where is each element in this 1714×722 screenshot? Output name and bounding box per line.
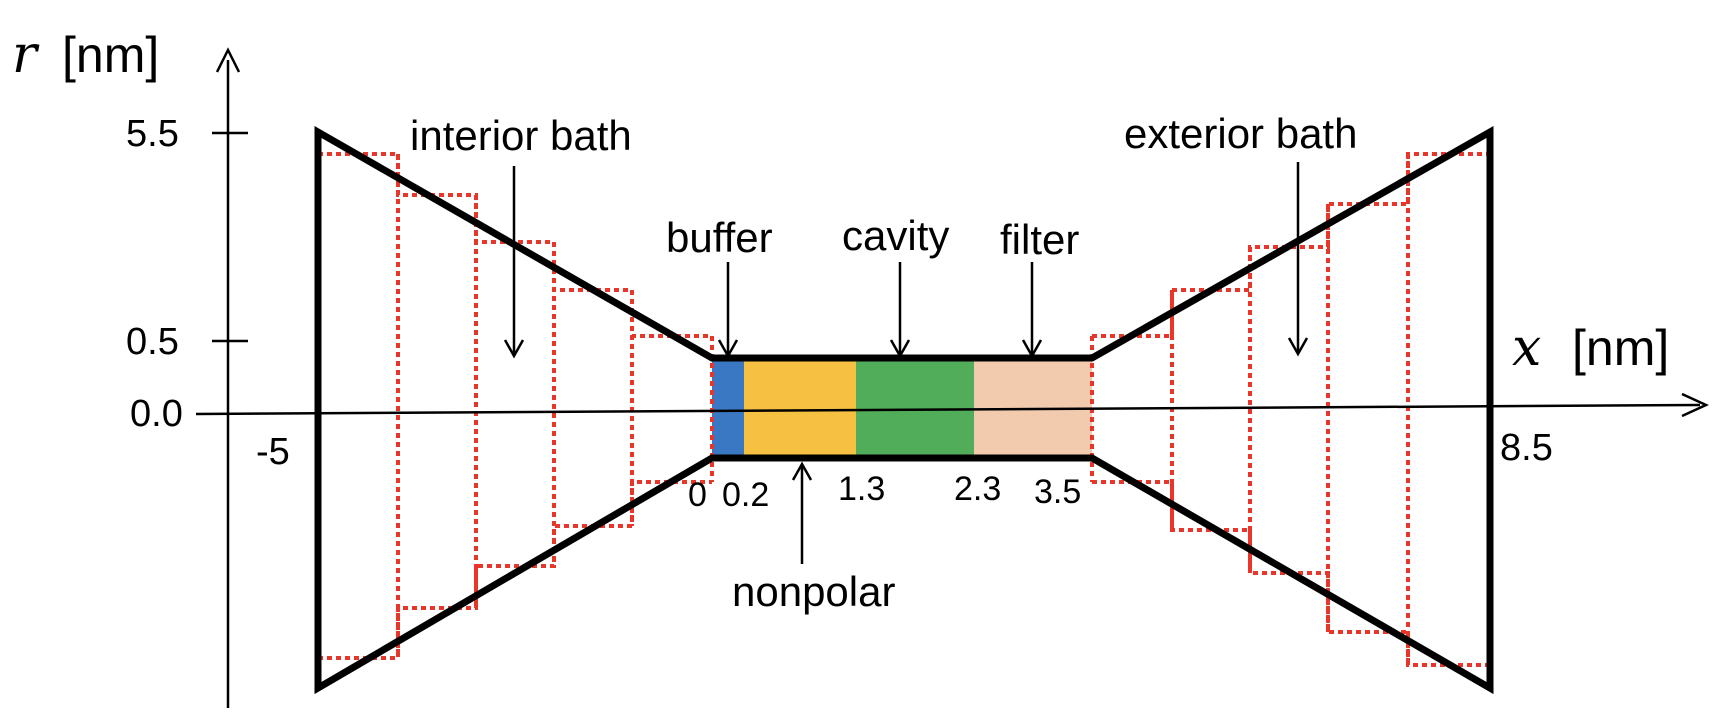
nonpolar-arrow — [791, 461, 813, 564]
r-tick-label-0-0: 0.0 — [130, 393, 183, 435]
segment-nonpolar — [744, 358, 856, 456]
segment-cavity — [856, 358, 974, 456]
x-axis-variable: x — [1512, 318, 1541, 378]
r-axis-unit: [nm] — [62, 27, 159, 83]
x-tick-label-8-5: 8.5 — [1500, 427, 1553, 469]
cavity-label: cavity — [842, 212, 949, 259]
x-axis — [195, 403, 1701, 416]
x-tick-label-minus-5: -5 — [256, 431, 290, 473]
buffer-label: buffer — [666, 214, 773, 261]
r-tick-label-0-5: 0.5 — [126, 321, 179, 363]
segment-filter — [974, 358, 1092, 456]
interior-bath-arrow — [503, 166, 525, 359]
exterior-bath-arrow — [1287, 162, 1309, 357]
buffer-arrow — [717, 262, 739, 359]
x-axis-unit: [nm] — [1572, 320, 1669, 376]
x-tick-label-2-3: 2.3 — [954, 470, 1001, 508]
filter-label: filter — [1000, 216, 1079, 263]
segment-buffer — [712, 358, 744, 456]
interior-bath-label: interior bath — [410, 112, 632, 159]
r-axis-arrowhead — [215, 47, 241, 73]
pore-outline — [314, 125, 1494, 695]
nonpolar-label: nonpolar — [732, 568, 895, 615]
x-axis-arrowhead — [1681, 392, 1710, 418]
x-tick-label-3-5: 3.5 — [1034, 473, 1081, 511]
x-tick-label-0: 0 — [688, 476, 707, 514]
r-axis-variable: r — [12, 25, 40, 85]
interior-discretization — [318, 152, 714, 660]
filter-arrow — [1021, 262, 1043, 359]
cavity-arrow — [889, 262, 911, 359]
r-tick-label-5-5: 5.5 — [126, 113, 179, 155]
x-tick-label-0-2: 0.2 — [722, 476, 769, 514]
exterior-bath-label: exterior bath — [1124, 110, 1357, 157]
x-tick-label-1-3: 1.3 — [838, 470, 885, 508]
